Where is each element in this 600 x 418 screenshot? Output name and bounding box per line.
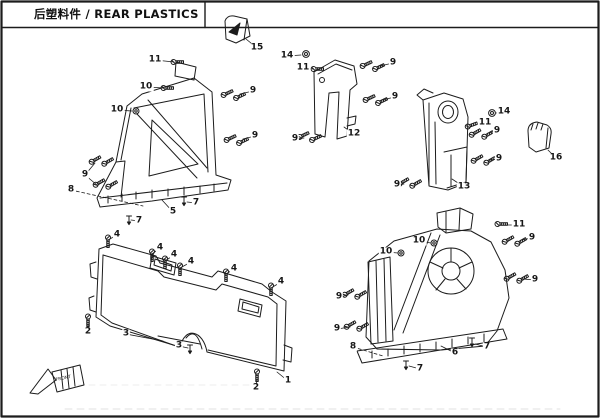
leader-line xyxy=(353,347,383,356)
leader-line xyxy=(117,110,132,111)
leader-line xyxy=(131,220,139,221)
screw-pair-icon xyxy=(220,84,246,105)
nut-icon xyxy=(132,107,140,115)
screw-pair-icon xyxy=(396,172,422,195)
leader-line xyxy=(187,202,196,203)
screw-icon xyxy=(464,120,479,131)
screw-icon xyxy=(223,268,229,282)
screw-pair-icon xyxy=(341,283,367,306)
screw-pair-icon xyxy=(223,129,249,150)
front-label: FRONT xyxy=(55,374,72,383)
leader-line xyxy=(548,150,556,158)
part-13-pillar xyxy=(417,89,468,190)
leader-line xyxy=(496,112,504,113)
page-title: 后塑料件 / REAR PLASTICS xyxy=(34,7,199,21)
screw-pair-icon xyxy=(343,315,369,338)
leader-line xyxy=(287,55,301,56)
front-direction-indicator: FRONT xyxy=(30,365,84,394)
part-16-cap xyxy=(528,122,551,152)
screw-pair-icon xyxy=(362,89,388,110)
nut-icon xyxy=(397,249,405,257)
leader-line xyxy=(85,163,95,175)
washer-icon xyxy=(302,50,310,58)
screw-icon xyxy=(85,313,91,327)
leader-line xyxy=(246,39,257,48)
washer-icon xyxy=(488,109,496,117)
leader-line xyxy=(344,127,354,134)
leader-line xyxy=(71,190,143,206)
screw-pair-icon xyxy=(501,230,527,253)
fastener-icons xyxy=(85,50,530,382)
pin-icon xyxy=(187,344,193,355)
leader-line xyxy=(386,252,398,253)
screw-pair-icon xyxy=(296,126,322,147)
leader-line xyxy=(419,241,431,243)
screw-icon xyxy=(254,368,260,382)
screw-icon xyxy=(494,221,508,227)
nut-icon xyxy=(430,239,438,247)
part-12-bracket xyxy=(314,60,357,139)
screw-pair-icon xyxy=(88,150,114,173)
watermark-line xyxy=(65,385,560,409)
part-15-cap xyxy=(225,16,250,43)
leader-line xyxy=(85,175,97,185)
leader-line xyxy=(277,372,288,381)
part-5-left-side-panel xyxy=(97,62,231,207)
part-6-right-side-panel xyxy=(357,208,509,363)
leader-line xyxy=(409,366,420,369)
leader-line xyxy=(162,200,173,212)
leader-line xyxy=(295,138,304,139)
leader-line xyxy=(477,123,485,124)
pin-icon xyxy=(403,360,409,371)
leader-line xyxy=(126,334,163,341)
pin-icon xyxy=(181,196,187,207)
